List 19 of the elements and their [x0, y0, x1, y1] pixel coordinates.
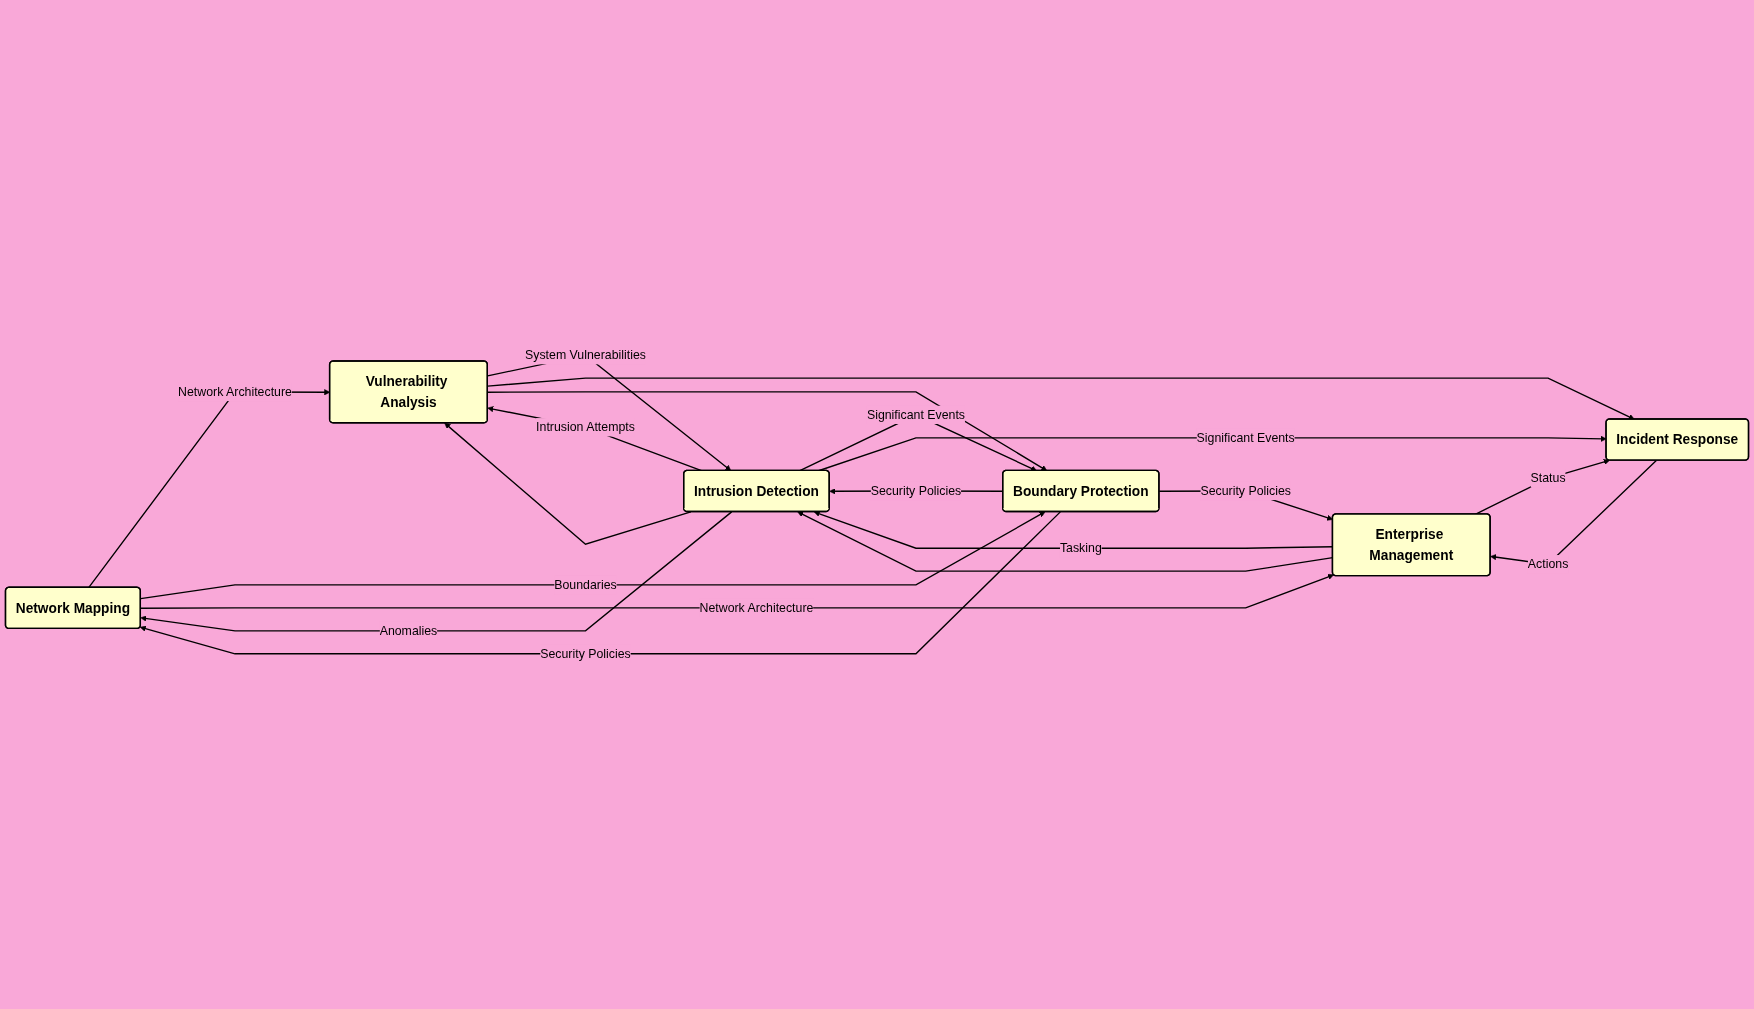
edge-label: Significant Events — [1196, 430, 1295, 445]
edge-label: Intrusion Attempts — [536, 420, 635, 434]
edge-label: Network Architecture — [178, 384, 292, 399]
edge-label: Security Policies — [540, 646, 631, 661]
edge-label: Security Policies — [870, 483, 962, 498]
arrow — [444, 422, 692, 546]
arrow — [140, 511, 733, 632]
arrow — [140, 511, 1046, 600]
arrow — [139, 511, 1062, 655]
edge-label: Anomalies — [379, 623, 438, 638]
edge-label: Actions — [1527, 557, 1569, 571]
edge-label: Network Architecture — [699, 600, 814, 615]
edge-label: Significant Events — [866, 407, 966, 422]
arrow — [140, 573, 1334, 609]
edge-label: Security Policies — [1200, 483, 1291, 498]
edge-label: Boundaries — [554, 577, 617, 592]
edge-label: Status — [1530, 471, 1566, 485]
edge-label: System Vulnerabilities — [525, 348, 646, 362]
edge-label: Tasking — [1059, 541, 1102, 555]
